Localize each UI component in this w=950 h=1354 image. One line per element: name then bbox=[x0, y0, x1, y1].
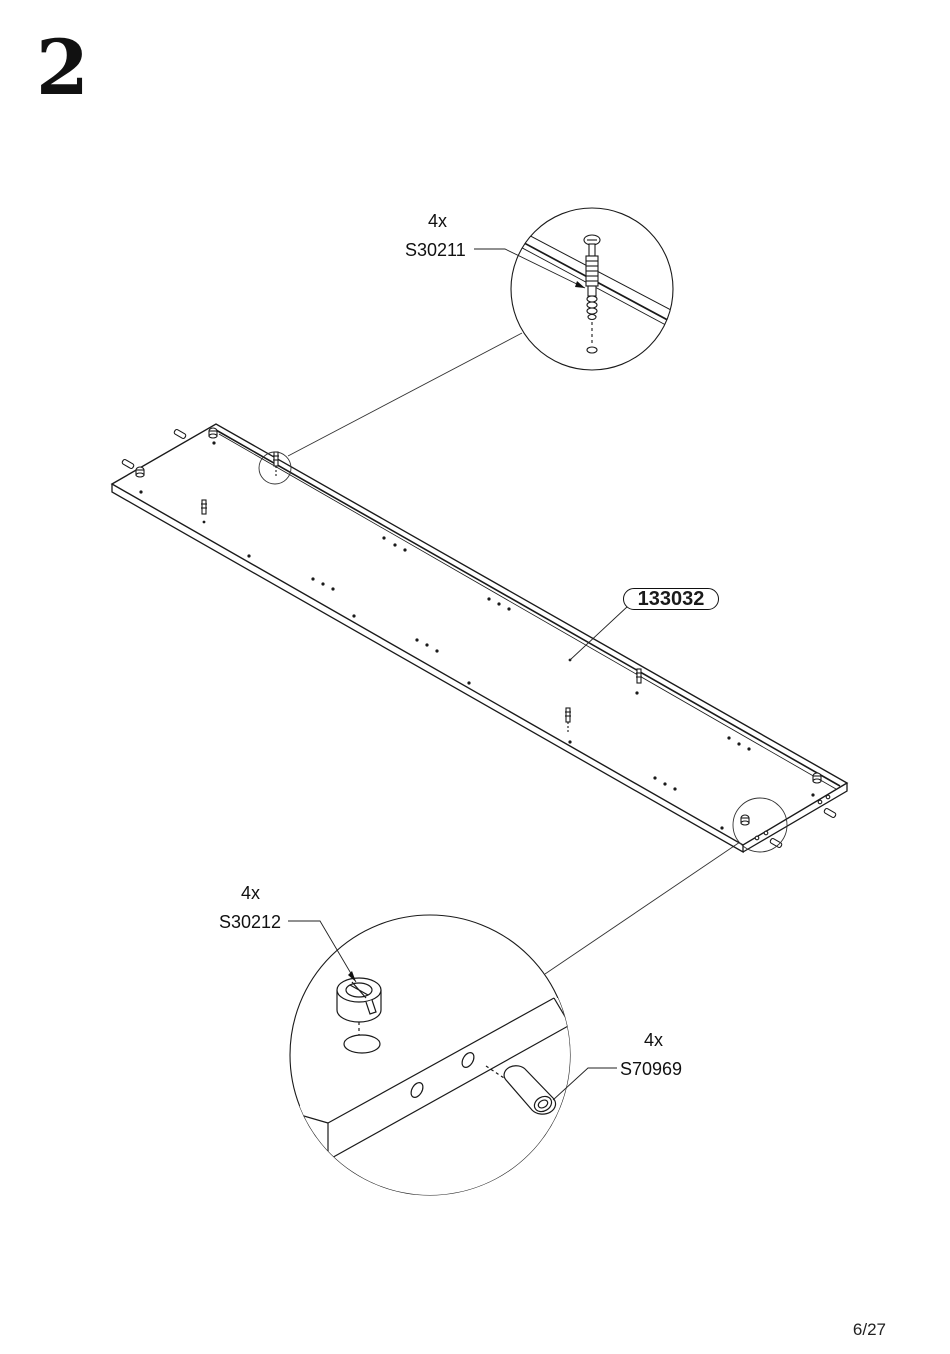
dowel-quantity: 4x bbox=[644, 1031, 663, 1049]
cam-lock-code: S30212 bbox=[219, 913, 281, 931]
cam-bolt-code: S30211 bbox=[405, 241, 466, 259]
page-indicator: 6/27 bbox=[853, 1320, 886, 1340]
cam-bolt-quantity: 4x bbox=[428, 212, 447, 230]
panel-front-edge bbox=[112, 484, 743, 852]
panel-board bbox=[112, 424, 847, 852]
cam-bolt-detail bbox=[474, 208, 690, 370]
cam-lock-dowel-detail bbox=[288, 915, 617, 1200]
dowel-code: S70969 bbox=[620, 1060, 682, 1078]
cam-lock-quantity: 4x bbox=[241, 884, 260, 902]
panel-part-tag: 133032 bbox=[623, 588, 719, 610]
panel-top-face bbox=[112, 424, 847, 845]
